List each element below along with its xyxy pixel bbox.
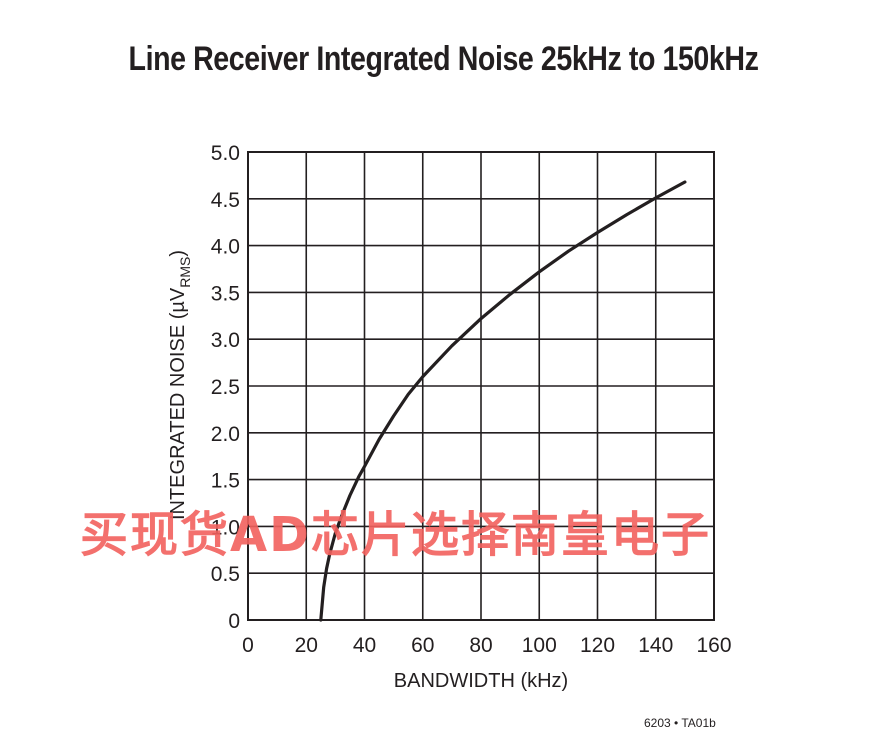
- y-axis-label-main: INTEGRATED NOISE (µV: [167, 287, 189, 520]
- y-tick-labels: 0 0.5 1.0 1.5 2.0 2.5 3.0 3.5 4.0 4.5 5.0: [211, 142, 240, 633]
- noise-curve: [319, 180, 687, 622]
- y-tick-label: 3.5: [211, 282, 240, 305]
- y-tick-label: 0.5: [211, 563, 240, 586]
- x-tick-label: 40: [353, 634, 376, 657]
- y-axis-label: INTEGRATED NOISE (µVRMS): [167, 250, 193, 520]
- y-axis-label-sub: RMS: [177, 257, 193, 288]
- y-tick-label: 5.0: [211, 142, 240, 165]
- x-tick-label: 140: [638, 634, 673, 657]
- x-axis-label: BANDWIDTH (kHz): [394, 670, 568, 692]
- x-tick-label: 80: [469, 634, 492, 657]
- y-tick-label: 4.5: [211, 189, 240, 212]
- y-tick-label: 1.5: [211, 470, 240, 493]
- y-tick-label: 3.0: [211, 329, 240, 352]
- chart-title: Line Receiver Integrated Noise 25kHz to …: [128, 40, 759, 78]
- x-tick-label: 120: [580, 634, 615, 657]
- watermark: 买现货AD芯片选择南皇电子: [80, 507, 711, 563]
- y-tick-label: 2.5: [211, 376, 240, 399]
- y-axis-label-end: ): [167, 250, 189, 257]
- plot-frame: [247, 151, 715, 621]
- y-tick-label: 1.0: [211, 516, 240, 539]
- x-tick-label: 20: [295, 634, 318, 657]
- x-tick-label: 100: [522, 634, 557, 657]
- x-tick-label: 0: [242, 634, 254, 657]
- figure-id: 6203 • TA01b: [644, 716, 716, 730]
- x-tick-label: 60: [411, 634, 434, 657]
- y-tick-label: 2.0: [211, 423, 240, 446]
- y-tick-label: 4.0: [211, 236, 240, 259]
- y-tick-label: 0: [228, 610, 240, 633]
- x-tick-label: 160: [696, 634, 731, 657]
- x-tick-labels: 0 20 40 60 80 100 120 140 160: [242, 634, 731, 657]
